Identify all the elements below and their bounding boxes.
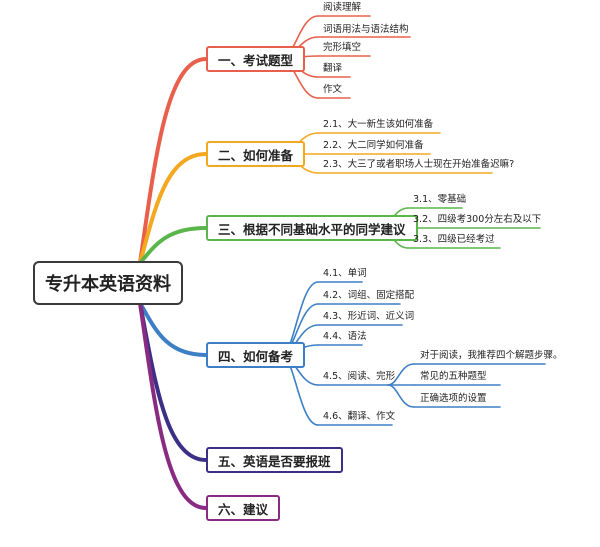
root-link-0 <box>138 57 208 265</box>
leaf-vocab-grammar[interactable]: 词语用法与语法结构 <box>323 24 409 35</box>
leaf-words[interactable]: 4.1、单词 <box>323 268 367 279</box>
branch-course-or-not[interactable]: 五、英语是否要报班 <box>206 447 343 473</box>
root-link-5 <box>138 301 208 510</box>
subleaf-five-types[interactable]: 常见的五种题型 <box>420 371 487 382</box>
leaf-grammar[interactable]: 4.4、语法 <box>323 331 367 342</box>
leaf-similar-words[interactable]: 4.3、形近词、近义词 <box>323 311 415 322</box>
leaf-translation[interactable]: 翻译 <box>323 63 343 74</box>
branch-exam-types[interactable]: 一、考试题型 <box>206 46 306 72</box>
root-label: 专升本英语资料 <box>45 274 171 295</box>
leaf-cloze[interactable]: 完形填空 <box>323 42 362 53</box>
branch-label: 二、如何准备 <box>218 147 294 163</box>
branch-level-advice[interactable]: 三、根据不同基础水平的同学建议 <box>206 215 418 241</box>
branch-label: 四、如何备考 <box>218 348 294 364</box>
branch-label: 一、考试题型 <box>218 52 294 68</box>
leaf-cet4-passed[interactable]: 3.3、四级已经考过 <box>413 234 495 245</box>
leaf-reading-cloze[interactable]: 4.5、阅读、完形 <box>323 371 396 382</box>
branch-suggestions[interactable]: 六、建议 <box>206 495 281 521</box>
root-link-1 <box>138 152 208 265</box>
branch-how-to-study[interactable]: 四、如何备考 <box>206 342 306 368</box>
branch-how-to-prepare[interactable]: 二、如何准备 <box>206 141 306 167</box>
leaf-zero-basis[interactable]: 3.1、零基础 <box>413 194 467 205</box>
leaf-essay[interactable]: 作文 <box>323 84 343 95</box>
branch-label: 五、英语是否要报班 <box>218 453 331 469</box>
leaf-translation-essay[interactable]: 4.6、翻译、作文 <box>323 411 396 422</box>
root-link-3 <box>138 301 208 357</box>
branch-label: 六、建议 <box>218 501 269 517</box>
leaf-junior-worker[interactable]: 2.3、大三了或者职场人士现在开始准备迟嘛? <box>323 159 515 170</box>
leaf-phrases[interactable]: 4.2、词组、固定搭配 <box>323 290 415 301</box>
leaf-sophomore[interactable]: 2.2、大二同学如何准备 <box>323 140 424 151</box>
leaf-reading[interactable]: 阅读理解 <box>323 2 362 13</box>
leaf-cet4-300[interactable]: 3.2、四级考300分左右及以下 <box>413 214 542 225</box>
b3sub-link-2 <box>387 384 415 408</box>
subleaf-reading-steps[interactable]: 对于阅读，我推荐四个解题步骤。 <box>420 350 563 361</box>
leaf-freshman[interactable]: 2.1、大一新生该如何准备 <box>323 119 434 130</box>
root-link-2 <box>138 226 208 265</box>
subleaf-correct-options[interactable]: 正确选项的设置 <box>420 393 487 404</box>
branch-label: 三、根据不同基础水平的同学建议 <box>218 221 406 237</box>
root-node[interactable]: 专升本英语资料 <box>33 261 183 305</box>
